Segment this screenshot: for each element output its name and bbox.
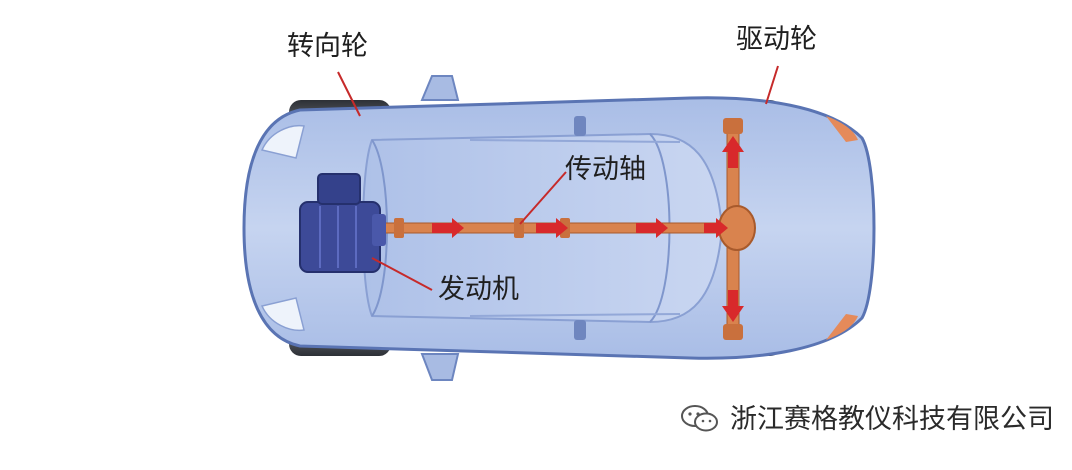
label-steering-wheel: 转向轮: [287, 31, 368, 62]
headlight-top: [260, 124, 305, 159]
label-drive-shaft: 传动轴: [565, 154, 646, 185]
leader-drive-wheel: [765, 65, 779, 105]
rear-hub-bottom: [723, 324, 743, 340]
watermark-text: 浙江赛格教仪科技有限公司: [730, 403, 1054, 435]
taillight-bottom: [826, 314, 858, 340]
rear-hub-top: [723, 118, 743, 134]
label-drive-wheel: 驱动轮: [736, 24, 817, 55]
mirror-bottom: [420, 353, 460, 381]
wechat-icon: [681, 405, 718, 432]
leader-steering-wheel: [337, 71, 361, 117]
arrow-shaft-2: [536, 218, 568, 238]
arrow-shaft-3: [636, 218, 668, 238]
door-line-top: [469, 139, 681, 143]
shaft-joint-1: [394, 218, 404, 238]
door-handle-bottom: [574, 320, 586, 340]
arrow-axle-down: [722, 290, 744, 322]
engine-block: [299, 173, 386, 273]
mirror-top: [420, 75, 460, 101]
headlight-bottom: [260, 297, 305, 332]
watermark: 浙江赛格教仪科技有限公司: [680, 404, 1054, 434]
leader-engine: [371, 257, 433, 291]
taillight-top: [826, 116, 858, 142]
arrow-shaft-1: [432, 218, 464, 238]
door-line-bottom: [469, 313, 681, 317]
arrow-axle-up: [722, 136, 744, 168]
leader-drive-shaft: [519, 171, 567, 225]
arrow-shaft-4: [704, 218, 728, 238]
label-engine: 发动机: [438, 274, 519, 305]
door-handle-top: [574, 116, 586, 136]
